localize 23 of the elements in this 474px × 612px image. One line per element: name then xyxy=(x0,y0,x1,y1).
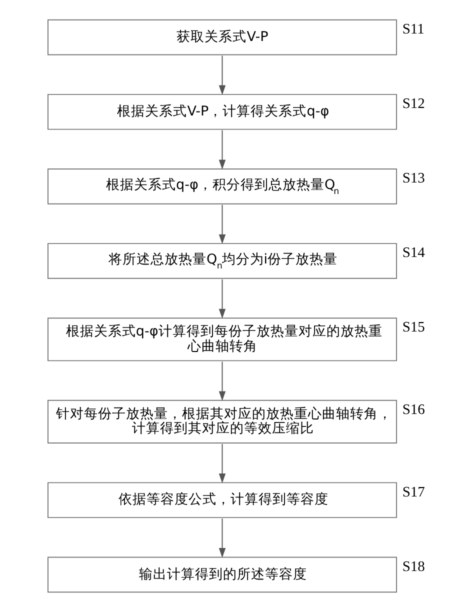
node-box: 针对每份子放热量，根据其对应的放热重心曲轴转角，计算得到其对应的等效压缩比 xyxy=(47,400,396,444)
arrow xyxy=(218,55,226,95)
node-box: 输出计算得到的所述等容度 xyxy=(47,556,396,593)
node-label: S13 xyxy=(402,170,424,187)
node-box: 获取关系式V-P xyxy=(47,19,396,56)
node-label: S12 xyxy=(402,96,424,112)
arrow xyxy=(218,361,226,401)
node-label: S18 xyxy=(402,558,424,575)
node-box: 根据关系式V-P，计算得关系式q-φ xyxy=(47,94,396,130)
node-box: 根据关系式q-φ，积分得到总放热量Q$_{n}$ xyxy=(47,168,396,204)
node-box: 依据等容度公式，计算得到等容度 xyxy=(47,482,396,518)
arrow xyxy=(218,204,226,244)
node-box: 将所述总放热量Q$_{n}$均分为i份子放热量 xyxy=(47,243,396,279)
node-label: S17 xyxy=(402,484,424,500)
node-box: 根据关系式q-φ计算得到每份子放热量对应的放热重心曲轴转角 xyxy=(47,318,396,362)
node-label: S11 xyxy=(402,21,424,38)
arrow xyxy=(218,130,226,170)
arrow xyxy=(218,518,226,558)
node-label: S16 xyxy=(402,402,424,418)
node-label: S14 xyxy=(402,245,424,262)
node-label: S15 xyxy=(402,320,424,336)
arrow xyxy=(218,278,226,319)
arrow xyxy=(218,443,226,484)
